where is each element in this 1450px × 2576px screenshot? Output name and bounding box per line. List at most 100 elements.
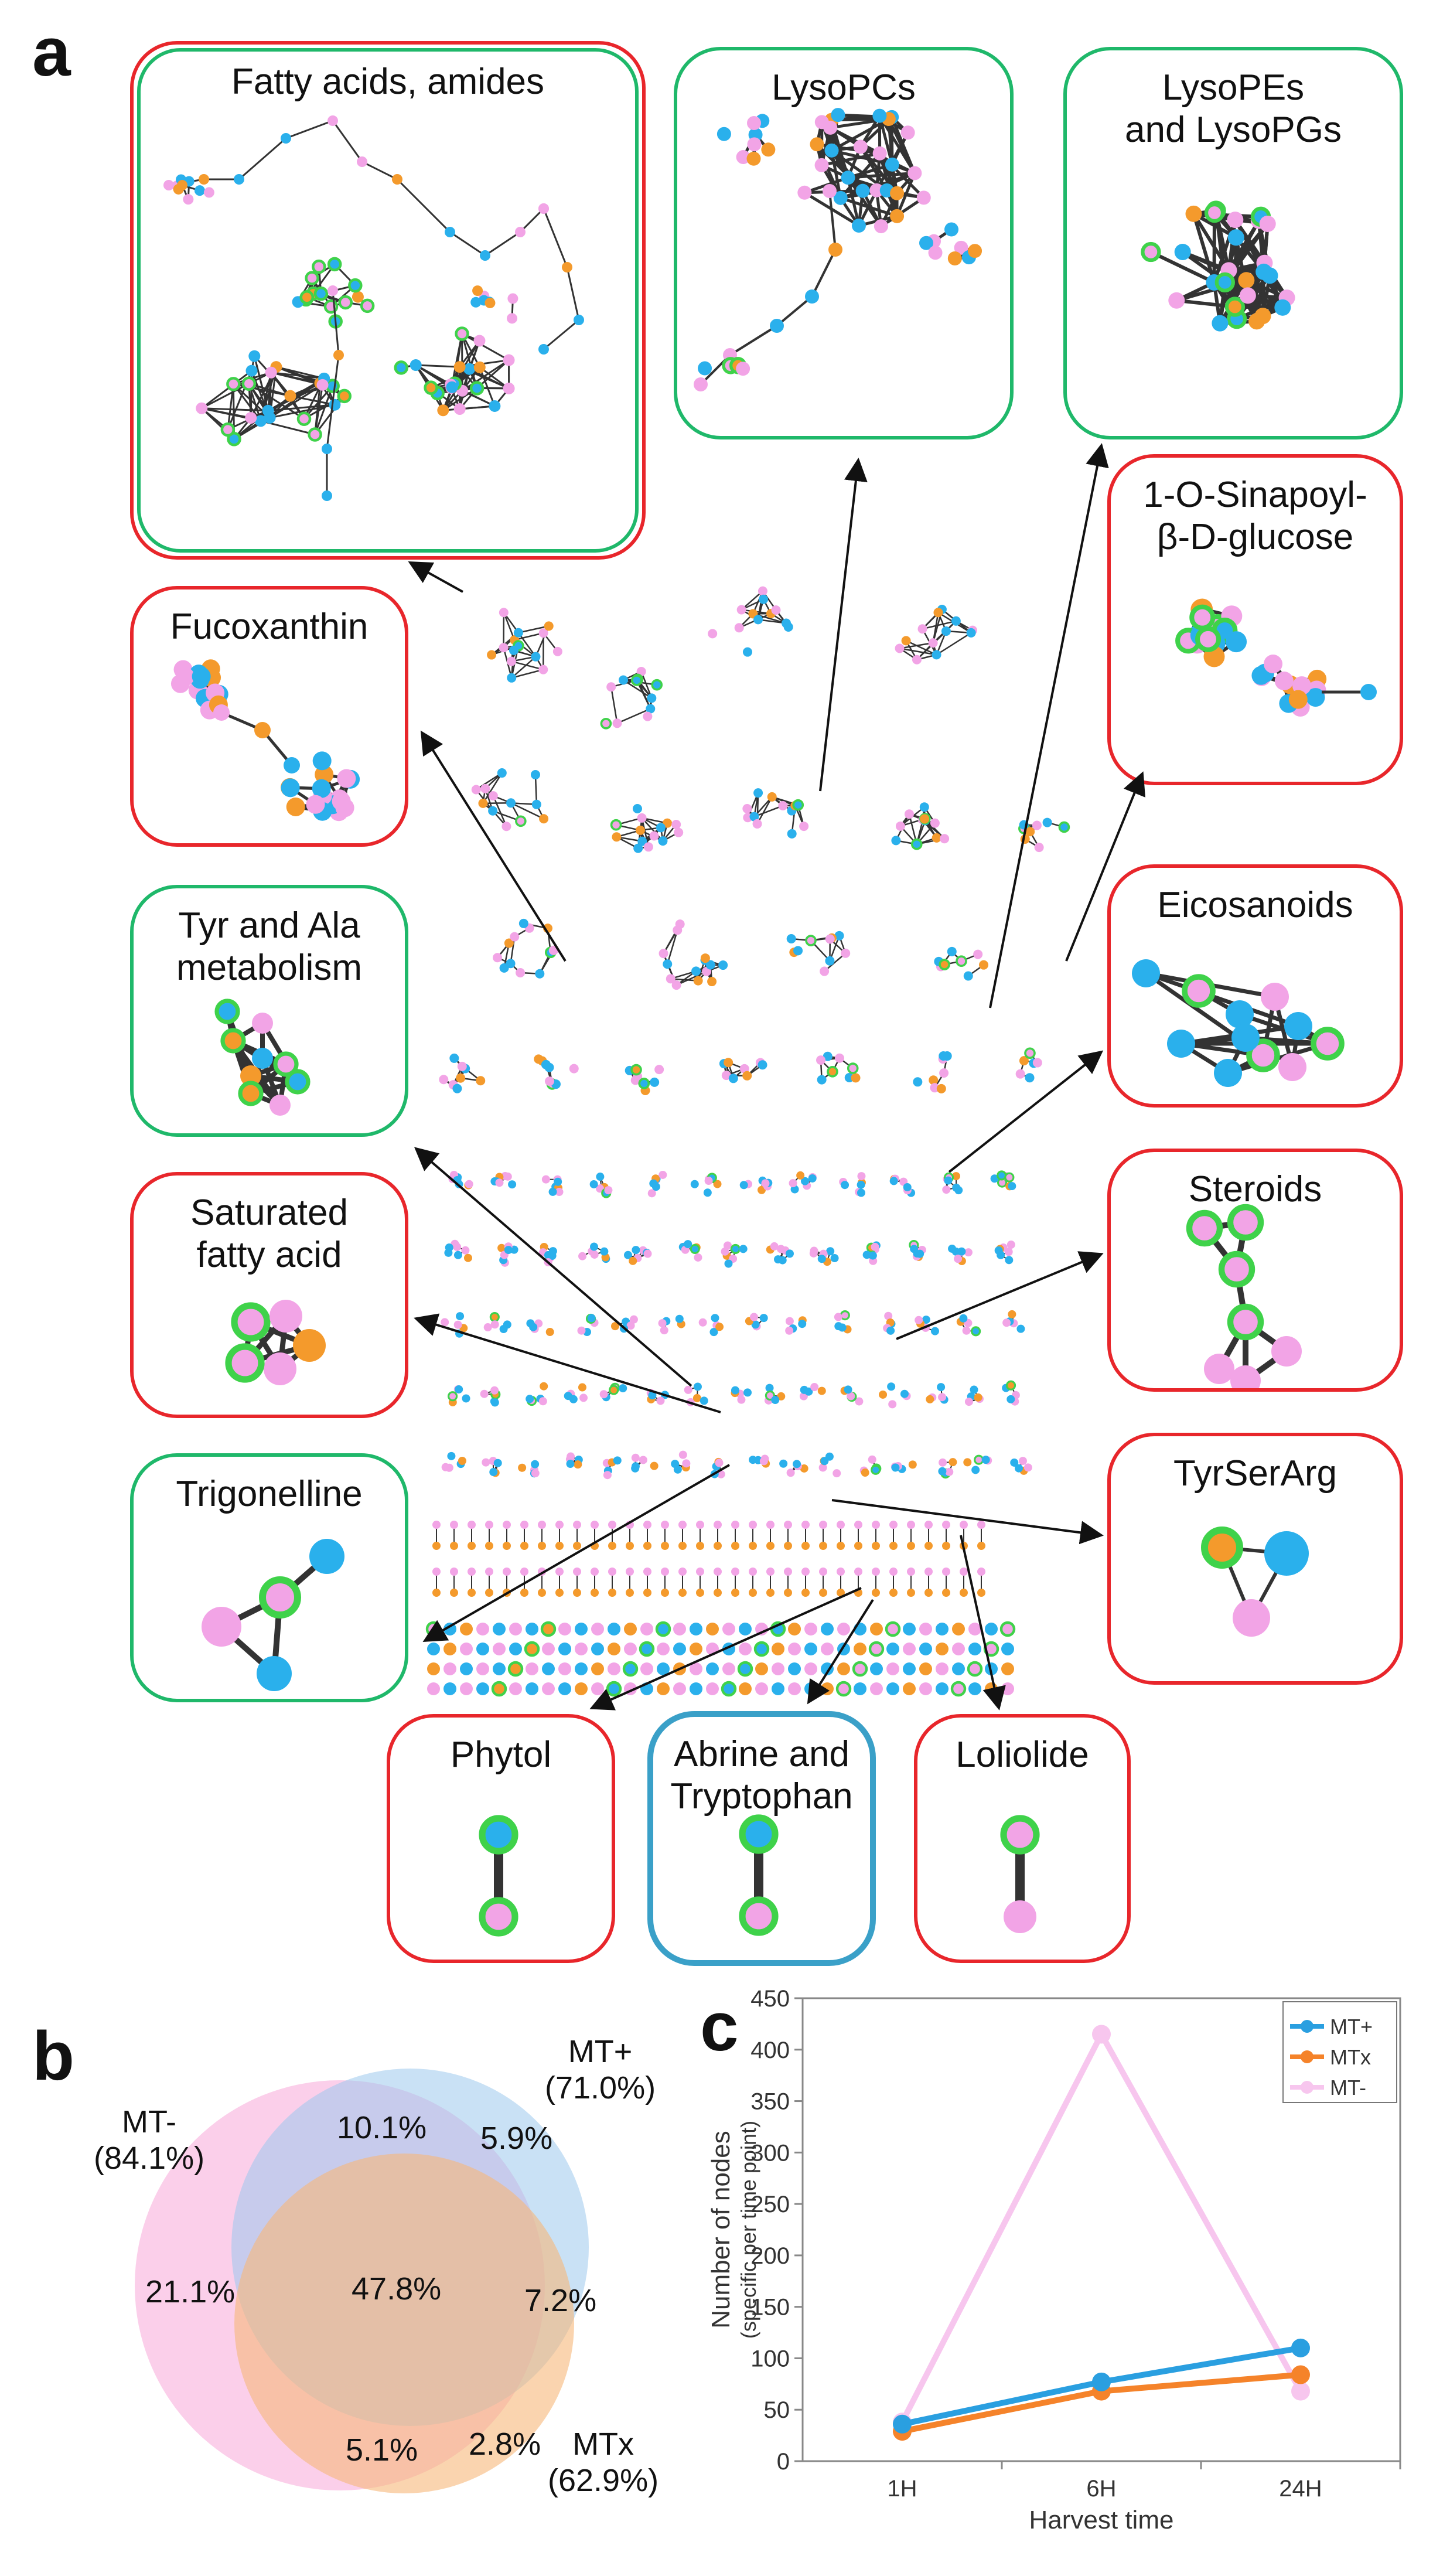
node xyxy=(1274,299,1291,316)
overview-pair xyxy=(626,1568,634,1597)
node xyxy=(767,792,777,802)
overview-small-cluster xyxy=(480,1386,501,1407)
overview-cluster xyxy=(1015,1047,1042,1083)
chain xyxy=(213,704,300,774)
node xyxy=(715,1323,724,1331)
node xyxy=(1360,684,1377,700)
node xyxy=(1185,205,1202,222)
edge xyxy=(514,632,544,641)
node xyxy=(213,704,230,721)
node xyxy=(450,1521,458,1529)
box-fucoxanthin: Fucoxanthin xyxy=(130,586,408,847)
node xyxy=(1007,1241,1015,1249)
cluster-lysopcs xyxy=(694,108,982,391)
node xyxy=(696,1568,704,1576)
overview-singleton xyxy=(427,1643,440,1655)
node xyxy=(1032,1058,1042,1068)
node xyxy=(731,1542,739,1550)
node xyxy=(515,227,526,237)
edge xyxy=(332,120,363,162)
data-point xyxy=(1291,2365,1310,2384)
overview-singleton xyxy=(558,1682,571,1695)
node xyxy=(1254,308,1271,325)
overview-singleton xyxy=(460,1662,473,1675)
node xyxy=(485,1542,493,1550)
node xyxy=(714,1521,722,1529)
overview-pair xyxy=(801,1521,810,1550)
edge xyxy=(269,404,335,419)
node xyxy=(499,1325,508,1334)
subcluster xyxy=(1251,655,1327,717)
node xyxy=(515,815,527,827)
overview-singleton xyxy=(493,1662,506,1675)
node xyxy=(315,765,334,784)
node xyxy=(214,999,240,1024)
overview-singleton xyxy=(491,1681,507,1697)
edge xyxy=(517,632,537,657)
node xyxy=(1032,820,1042,830)
node xyxy=(696,1589,704,1597)
node xyxy=(240,1065,261,1086)
subcluster xyxy=(292,257,375,329)
node xyxy=(1004,1248,1013,1256)
overview-pair xyxy=(573,1568,581,1597)
node xyxy=(959,1314,968,1323)
node xyxy=(778,800,788,810)
node xyxy=(299,290,315,305)
node xyxy=(322,490,332,501)
overview-small-cluster xyxy=(926,1383,949,1404)
node xyxy=(479,1815,518,1855)
node xyxy=(932,833,941,843)
overview-pair xyxy=(907,1521,915,1550)
node xyxy=(1042,817,1052,827)
node xyxy=(248,350,261,362)
overview-cluster xyxy=(534,1054,579,1090)
overview-small-cluster xyxy=(565,1452,583,1469)
overview-small-cluster xyxy=(779,1459,808,1477)
node xyxy=(889,1521,898,1529)
node xyxy=(979,960,989,970)
node xyxy=(450,1568,458,1576)
overview-pair xyxy=(889,1568,898,1597)
node xyxy=(252,1048,273,1069)
overview-small-cluster xyxy=(589,1173,613,1198)
overview-cluster xyxy=(625,1064,664,1096)
node xyxy=(453,1320,462,1329)
edge xyxy=(269,384,323,419)
edge xyxy=(776,295,813,327)
overview-singleton xyxy=(690,1682,702,1695)
node xyxy=(455,1385,463,1393)
node xyxy=(577,1326,586,1335)
edge xyxy=(758,619,787,624)
node xyxy=(281,133,291,144)
node xyxy=(854,1542,862,1550)
node xyxy=(708,629,718,639)
node xyxy=(487,650,497,660)
arrow-abrine xyxy=(807,1599,874,1705)
node xyxy=(264,1352,296,1385)
node xyxy=(503,1542,511,1550)
node xyxy=(765,1384,774,1392)
node xyxy=(932,650,941,660)
node xyxy=(488,791,498,801)
node xyxy=(816,1055,826,1065)
overview-singleton xyxy=(739,1623,752,1635)
node xyxy=(612,718,622,728)
node xyxy=(753,615,763,625)
node xyxy=(352,291,364,303)
overview-singleton xyxy=(640,1623,653,1635)
overview-singleton xyxy=(673,1682,686,1695)
edge xyxy=(511,669,544,679)
chain-right xyxy=(538,203,584,355)
overview-pair xyxy=(837,1568,845,1597)
edge xyxy=(449,231,486,257)
overview-singleton xyxy=(706,1682,719,1695)
node xyxy=(538,1521,546,1529)
edge xyxy=(201,370,253,409)
edge xyxy=(482,772,503,804)
overview-singleton xyxy=(476,1682,489,1695)
node xyxy=(1005,1256,1014,1265)
node xyxy=(837,1568,845,1576)
node xyxy=(801,1568,810,1576)
node xyxy=(1024,1047,1036,1059)
